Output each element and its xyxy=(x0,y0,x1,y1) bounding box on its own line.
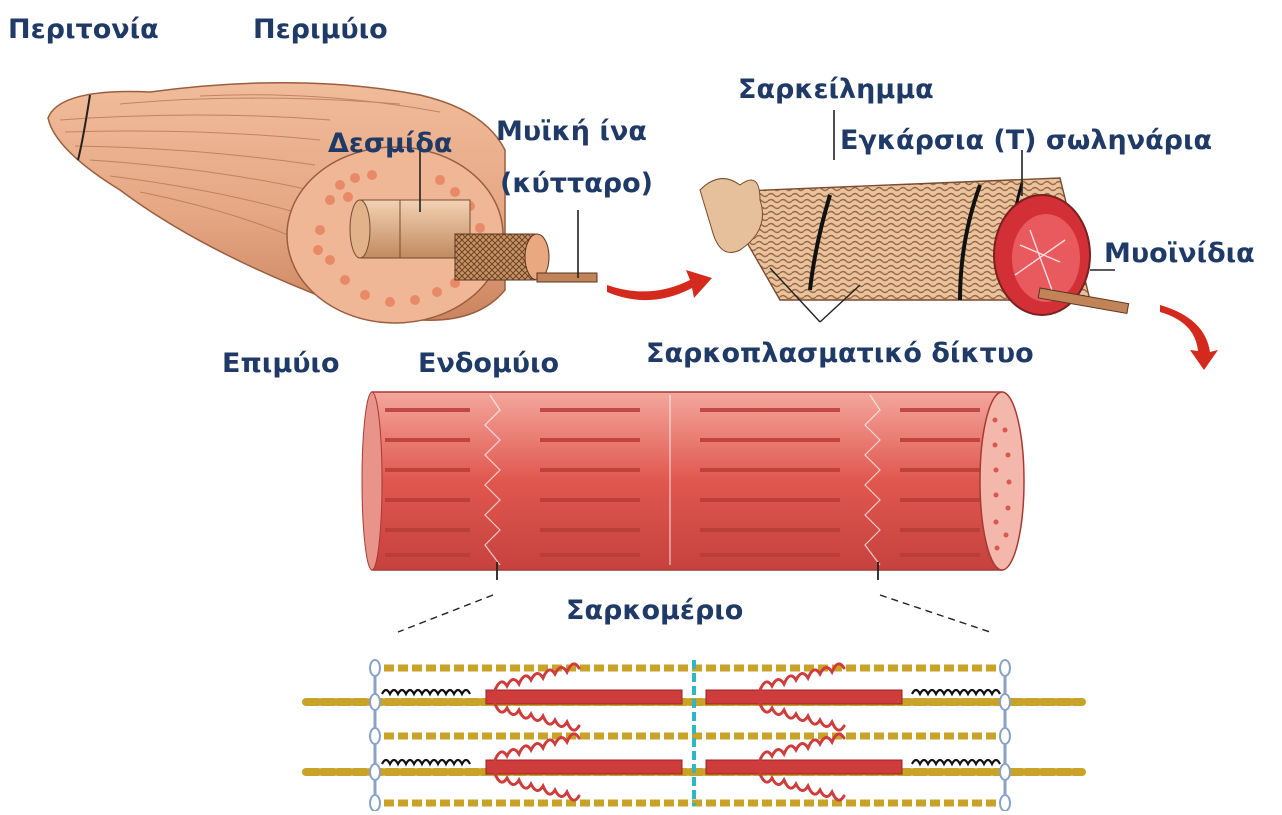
arrow-right-icon xyxy=(607,270,712,300)
label-myiki-ina: Μυϊκή ίνα xyxy=(496,118,647,145)
label-sarkomerio: Σαρκομέριο xyxy=(566,597,743,624)
label-sarkeilimma: Σαρκείλημμα xyxy=(738,76,934,103)
label-kyttaro: (κύτταρο) xyxy=(500,170,653,197)
label-peritonia: Περιτονία xyxy=(8,16,159,43)
label-sarkoplasmatiko: Σαρκοπλασματικό δίκτυο xyxy=(646,340,1034,367)
label-endomyio: Ενδομύιο xyxy=(418,350,559,377)
label-myoinidia: Μυοϊνίδια xyxy=(1104,240,1255,267)
sarcomere-illustration xyxy=(306,660,1082,811)
label-desmida: Δεσμίδα xyxy=(328,130,452,157)
label-epimyio: Επιμύιο xyxy=(222,350,340,377)
label-egkarsia: Εγκάρσια (Τ) σωληνάρια xyxy=(840,127,1212,154)
arrow-down-icon xyxy=(1160,305,1218,370)
label-perimyio: Περιμύιο xyxy=(253,16,388,43)
